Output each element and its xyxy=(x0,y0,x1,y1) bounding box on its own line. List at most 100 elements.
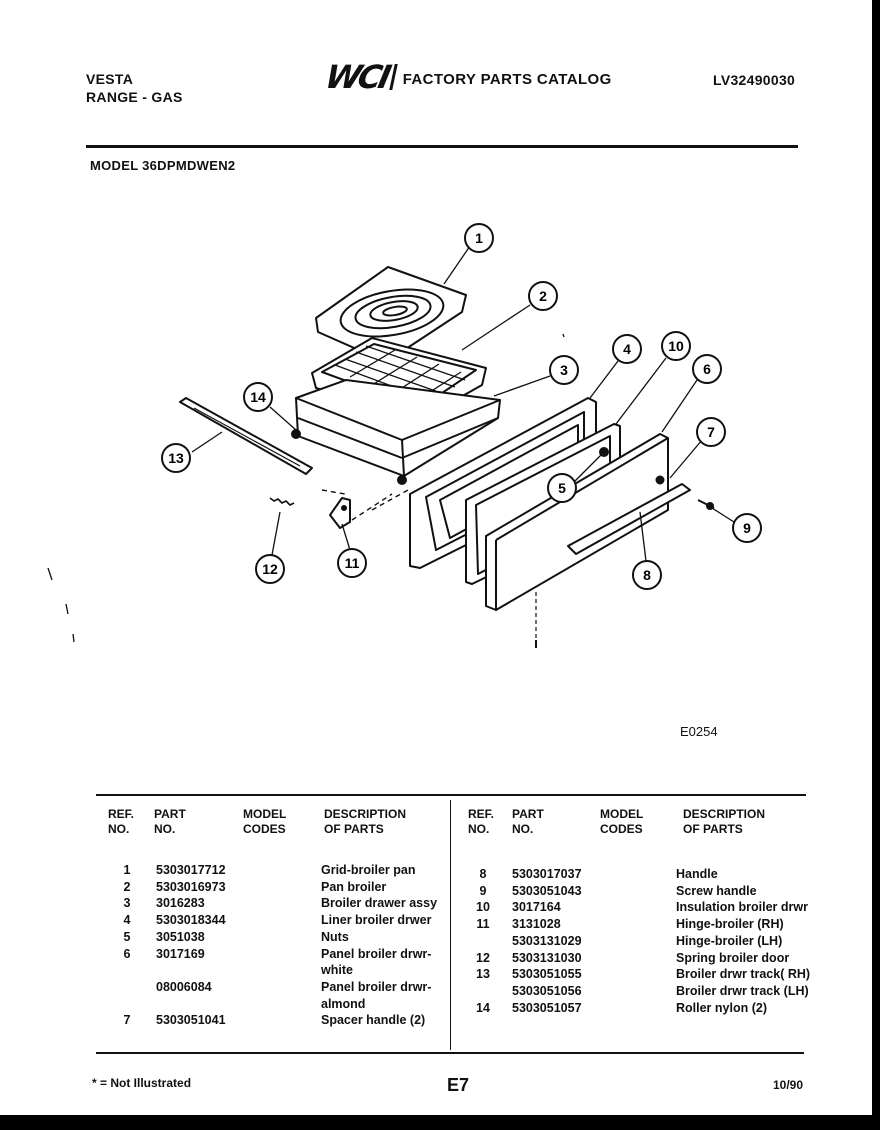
grid-broiler-pan-drawing xyxy=(315,266,467,363)
description-cell: Nuts xyxy=(321,929,349,944)
part-number-cell: 5303016973 xyxy=(156,879,226,894)
description-cell: Handle xyxy=(676,867,718,881)
description-cell: Hinge-broiler (RH) xyxy=(676,917,784,932)
part-number-cell: 5303017037 xyxy=(512,867,582,881)
svg-text:11: 11 xyxy=(345,555,360,571)
part-number-cell: 5303018344 xyxy=(156,913,226,928)
callout-4: 4 xyxy=(612,334,642,364)
ref-cell: 4 xyxy=(123,913,131,928)
part-number-cell: 5303051055 xyxy=(512,967,582,982)
ref-cell: 14 xyxy=(476,1000,490,1015)
model-number: MODEL 36DPMDWEN2 xyxy=(90,158,236,173)
ref-cell: 11 xyxy=(476,917,490,932)
description-cell: almond xyxy=(321,996,366,1011)
part-number-cell: 08006084 xyxy=(156,979,212,994)
spring-broiler-door-drawing xyxy=(269,497,295,506)
description-cell: Screw handle xyxy=(676,883,757,898)
description-cell: Pan broiler xyxy=(321,879,387,894)
svg-text:7: 7 xyxy=(707,424,715,440)
part-number-cell: 5303051041 xyxy=(156,1013,226,1028)
catalog-date: 10/90 xyxy=(773,1078,804,1092)
callout-6: 6 xyxy=(692,354,722,384)
table-column-divider xyxy=(450,800,451,1050)
header-ref-no-right: REF. NO. xyxy=(468,807,495,836)
part-number-cell: 3017164 xyxy=(512,900,561,915)
svg-text:6: 6 xyxy=(703,361,711,377)
ref-cell: 3 xyxy=(123,896,131,911)
part-number-cell: 5303051056 xyxy=(512,983,582,998)
callout-1: 1 xyxy=(464,223,494,253)
broiler-drawer-assembly-drawing xyxy=(291,379,501,485)
page-number: E7 xyxy=(447,1075,470,1095)
part-number-cell: 3131028 xyxy=(512,917,561,932)
table-top-rule xyxy=(96,794,806,796)
part-number-cell: 5303051043 xyxy=(512,883,582,898)
callout-3: 3 xyxy=(549,355,579,385)
catalog-header: WCI FACTORY PARTS CATALOG xyxy=(322,58,612,96)
header-ref-no: REF. NO. xyxy=(108,807,135,836)
header-part-no-right: PART NO. xyxy=(512,807,544,836)
catalog-title: FACTORY PARTS CATALOG xyxy=(402,70,612,88)
callout-8: 8 xyxy=(632,560,662,590)
description-cell: Liner broiler drwer xyxy=(321,913,432,928)
ref-cell: 12 xyxy=(476,950,490,965)
svg-text:2: 2 xyxy=(539,288,547,304)
broiler-drawer-track-drawing xyxy=(179,397,313,475)
table-bottom-rule xyxy=(96,1052,804,1054)
panel-broiler-drawer-drawing xyxy=(485,433,669,611)
brand-name: VESTA xyxy=(86,71,134,87)
part-number-cell: 5303017712 xyxy=(156,863,226,877)
exploded-parts-diagram: 1 2 3 4 10 6 7 14 13 5 9 8 12 11 xyxy=(47,223,762,648)
footnote: * = Not Illustrated xyxy=(92,1076,192,1090)
svg-text:8: 8 xyxy=(643,567,651,583)
description-cell: Broiler drwr track( RH) xyxy=(676,967,811,982)
header-description: DESCRIPTION OF PARTS xyxy=(324,807,407,836)
ref-cell: 7 xyxy=(123,1013,131,1028)
header-part-no: PART NO. xyxy=(154,807,186,836)
ref-cell: 13 xyxy=(476,967,490,982)
svg-text:12: 12 xyxy=(262,561,278,577)
part-number-cell: 5303131030 xyxy=(512,950,582,965)
svg-text:1: 1 xyxy=(475,230,483,246)
description-cell: Broiler drawer assy xyxy=(321,896,438,911)
description-cell: Roller nylon (2) xyxy=(676,1000,767,1015)
ref-cell: 5 xyxy=(123,929,131,944)
callout-9: 9 xyxy=(732,513,762,543)
callout-14: 14 xyxy=(243,382,273,412)
description-cell: white xyxy=(321,963,353,978)
callout-13: 13 xyxy=(161,443,191,473)
callout-11: 11 xyxy=(337,548,367,578)
svg-text:14: 14 xyxy=(250,389,266,405)
description-cell: Insulation broiler drwr xyxy=(676,900,808,915)
description-cell: Panel broiler drwr- xyxy=(321,979,432,994)
part-number-cell: 5303131029 xyxy=(512,933,582,948)
part-number-cell: 3051038 xyxy=(156,929,205,944)
header-description-right: DESCRIPTION OF PARTS xyxy=(683,807,766,836)
document-id: LV32490030 xyxy=(713,72,796,88)
product-type: RANGE - GAS xyxy=(86,89,183,105)
description-cell: Spacer handle (2) xyxy=(321,1013,426,1028)
catalog-page: VESTA RANGE - GAS WCI FACTORY PARTS CATA… xyxy=(0,0,872,1115)
svg-text:3: 3 xyxy=(560,362,568,378)
part-number-cell: 3017169 xyxy=(156,946,205,961)
description-cell: Grid-broiler pan xyxy=(321,863,416,877)
figure-code: E0254 xyxy=(680,724,718,739)
callout-12: 12 xyxy=(255,554,285,584)
header-model-codes: MODEL CODES xyxy=(243,807,287,836)
svg-text:4: 4 xyxy=(623,341,631,357)
header-divider xyxy=(86,145,798,148)
ref-cell: 6 xyxy=(123,946,131,961)
callout-7: 7 xyxy=(696,417,726,447)
description-cell: Hinge-broiler (LH) xyxy=(676,933,783,948)
description-cell: Panel broiler drwr- xyxy=(321,946,432,961)
ref-cell: 8 xyxy=(479,867,487,881)
ref-cell: 10 xyxy=(476,900,490,915)
svg-text:5: 5 xyxy=(558,480,566,496)
header-brand-block: VESTA RANGE - GAS xyxy=(86,70,183,106)
svg-text:13: 13 xyxy=(168,450,184,466)
callout-10: 10 xyxy=(661,331,691,361)
handle-drawing xyxy=(567,483,691,555)
part-number-cell: 3016283 xyxy=(156,896,205,911)
screw-handle-drawing xyxy=(697,499,715,510)
svg-text:10: 10 xyxy=(668,338,684,354)
